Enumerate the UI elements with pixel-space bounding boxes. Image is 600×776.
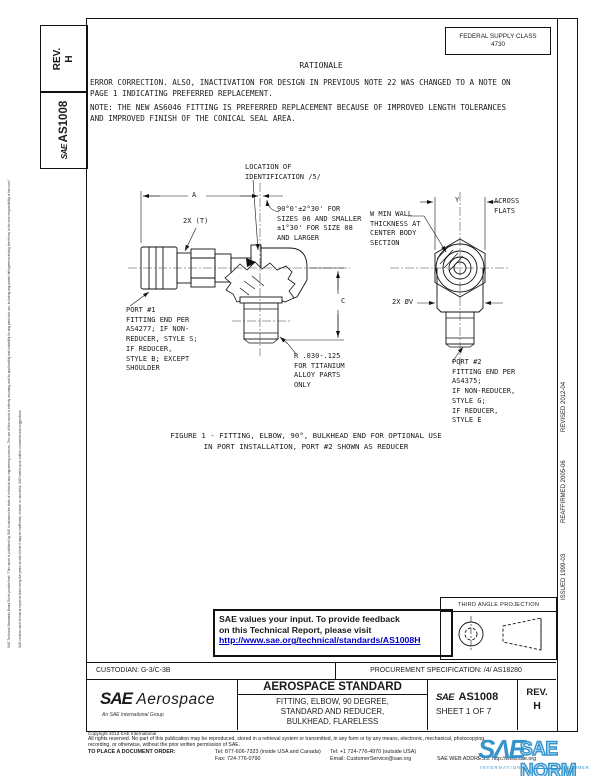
projection-label: THIRD ANGLE PROJECTION	[441, 598, 556, 612]
feedback-box: SAE values your input. To provide feedba…	[213, 609, 453, 657]
aerospace-logo-text: Aerospace	[136, 691, 216, 708]
copyright-line: Copyright 2012 SAE International	[88, 730, 157, 736]
projection-box: THIRD ANGLE PROJECTION	[440, 597, 557, 660]
fax-line: Fax: 724-776-0790	[215, 756, 261, 762]
wall-thickness-note: W MIN WALL THICKNESS AT CENTER BODY SECT…	[370, 210, 421, 247]
dim-2x-t-label: 2X (T)	[183, 217, 209, 225]
angle-tolerance-note: 90°0'±2°30' FOR SIZES 06 AND SMALLER ±1°…	[277, 205, 362, 242]
saenorm-logo-icon: SΛE	[478, 734, 526, 764]
fsc-code: 4730	[490, 41, 505, 48]
saenorm-international-label: INTERNATIONAL	[480, 765, 530, 770]
rationale-paragraph-1: ERROR CORRECTION. ALSO, INACTIVATION FOR…	[90, 78, 511, 98]
rights-statement: All rights reserved. No part of this pub…	[88, 736, 486, 749]
doc-type-heading: AEROSPACE STANDARD	[238, 680, 427, 695]
sae-logo-titleblock: SAE	[436, 692, 455, 703]
saenorm-rule	[534, 768, 562, 769]
logo-tagline: An SAE International Group	[102, 712, 164, 718]
feedback-line1: SAE values your input. To provide feedba…	[219, 614, 400, 624]
dim-2x-ov-label: 2X ØV	[392, 298, 414, 306]
dim-y-label: Y	[455, 196, 460, 204]
third-angle-projection-symbol	[458, 616, 542, 652]
tel-inside: Tel: 877-606-7323 (inside USA and Canada…	[215, 748, 321, 755]
port1-note: PORT #1 FITTING END PER AS4277; IF NON- …	[126, 306, 198, 373]
procurement-spec-label: PROCUREMENT SPECIFICATION: /4/ AS18280	[370, 667, 522, 674]
procurement-cell: PROCUREMENT SPECIFICATION: /4/ AS18280	[335, 662, 556, 680]
fsc-label: FEDERAL SUPPLY CLASS	[459, 33, 537, 40]
revision-cell: REV. H	[518, 680, 556, 730]
rationale-title: RATIONALE	[299, 61, 343, 70]
sae-aerospace-logo-cell: SAE Aerospace An SAE International Group	[86, 680, 237, 730]
title-cell: AEROSPACE STANDARD FITTING, ELBOW, 90 DE…	[237, 680, 428, 730]
port2-note: PORT #2 FITTING END PER AS4375; IF NON-R…	[452, 358, 516, 425]
tel-outside: Tel: +1 724-776-4970 (outside USA)	[330, 748, 417, 755]
sheet-border	[86, 18, 558, 732]
right-margin-strip	[557, 18, 578, 732]
title-block: SAE Aerospace An SAE International Group…	[86, 680, 556, 730]
doc-number: AS1008	[458, 691, 499, 703]
saenorm-sub2-label: NUMMER	[566, 765, 590, 770]
sheet-number: SHEET 1 OF 7	[436, 706, 492, 716]
email-line: Email: CustomerService@sae.org	[330, 756, 412, 762]
doc-number-cell: SAE AS1008 SHEET 1 OF 7	[428, 680, 518, 730]
titanium-radius-note: R .030-.125 FOR TITANIUM ALLOY PARTS ONL…	[294, 352, 345, 390]
saenorm-watermark: SΛE SAE NORM INTERNATIONAL NUMMER	[472, 734, 600, 776]
dim-a-label: A	[192, 191, 197, 199]
dim-c-label: C	[341, 297, 346, 305]
custodian-cell: CUSTODIAN: G-3/C-3B	[86, 662, 335, 680]
feedback-line2: on this Technical Report, please visit	[219, 624, 372, 635]
federal-supply-class-box: FEDERAL SUPPLY CLASS 4730	[445, 27, 551, 55]
feedback-link[interactable]: http://www.sae.org/technical/standards/A…	[219, 635, 421, 646]
web-address-line: SAE WEB ADDRESS: http://www.sae.org	[437, 756, 537, 762]
figure-caption: FIGURE 1 - FITTING, ELBOW, 90°, BULKHEAD…	[170, 431, 442, 451]
location-identification-note: LOCATION OF IDENTIFICATION /5/	[245, 163, 321, 181]
revision-label: REV.	[526, 687, 548, 698]
rev-box: REV. H	[40, 25, 88, 93]
doc-number-box: SAE AS1008	[40, 91, 88, 169]
document-title: FITTING, ELBOW, 90 DEGREE, STANDARD AND …	[276, 697, 389, 726]
across-flats-label: ACROSS FLATS	[494, 197, 520, 215]
saenorm-wordmark: SAE NORM	[519, 738, 577, 776]
rationale-paragraph-2: NOTE: THE NEW AS6046 FITTING IS PREFERRE…	[90, 103, 507, 123]
custodian-label: CUSTODIAN: G-3/C-3B	[96, 667, 171, 674]
projection-cone-symbol	[502, 617, 542, 651]
sae-logo: SAE	[100, 689, 133, 708]
order-label: TO PLACE A DOCUMENT ORDER:	[88, 748, 176, 755]
revision-value: H	[533, 700, 541, 712]
